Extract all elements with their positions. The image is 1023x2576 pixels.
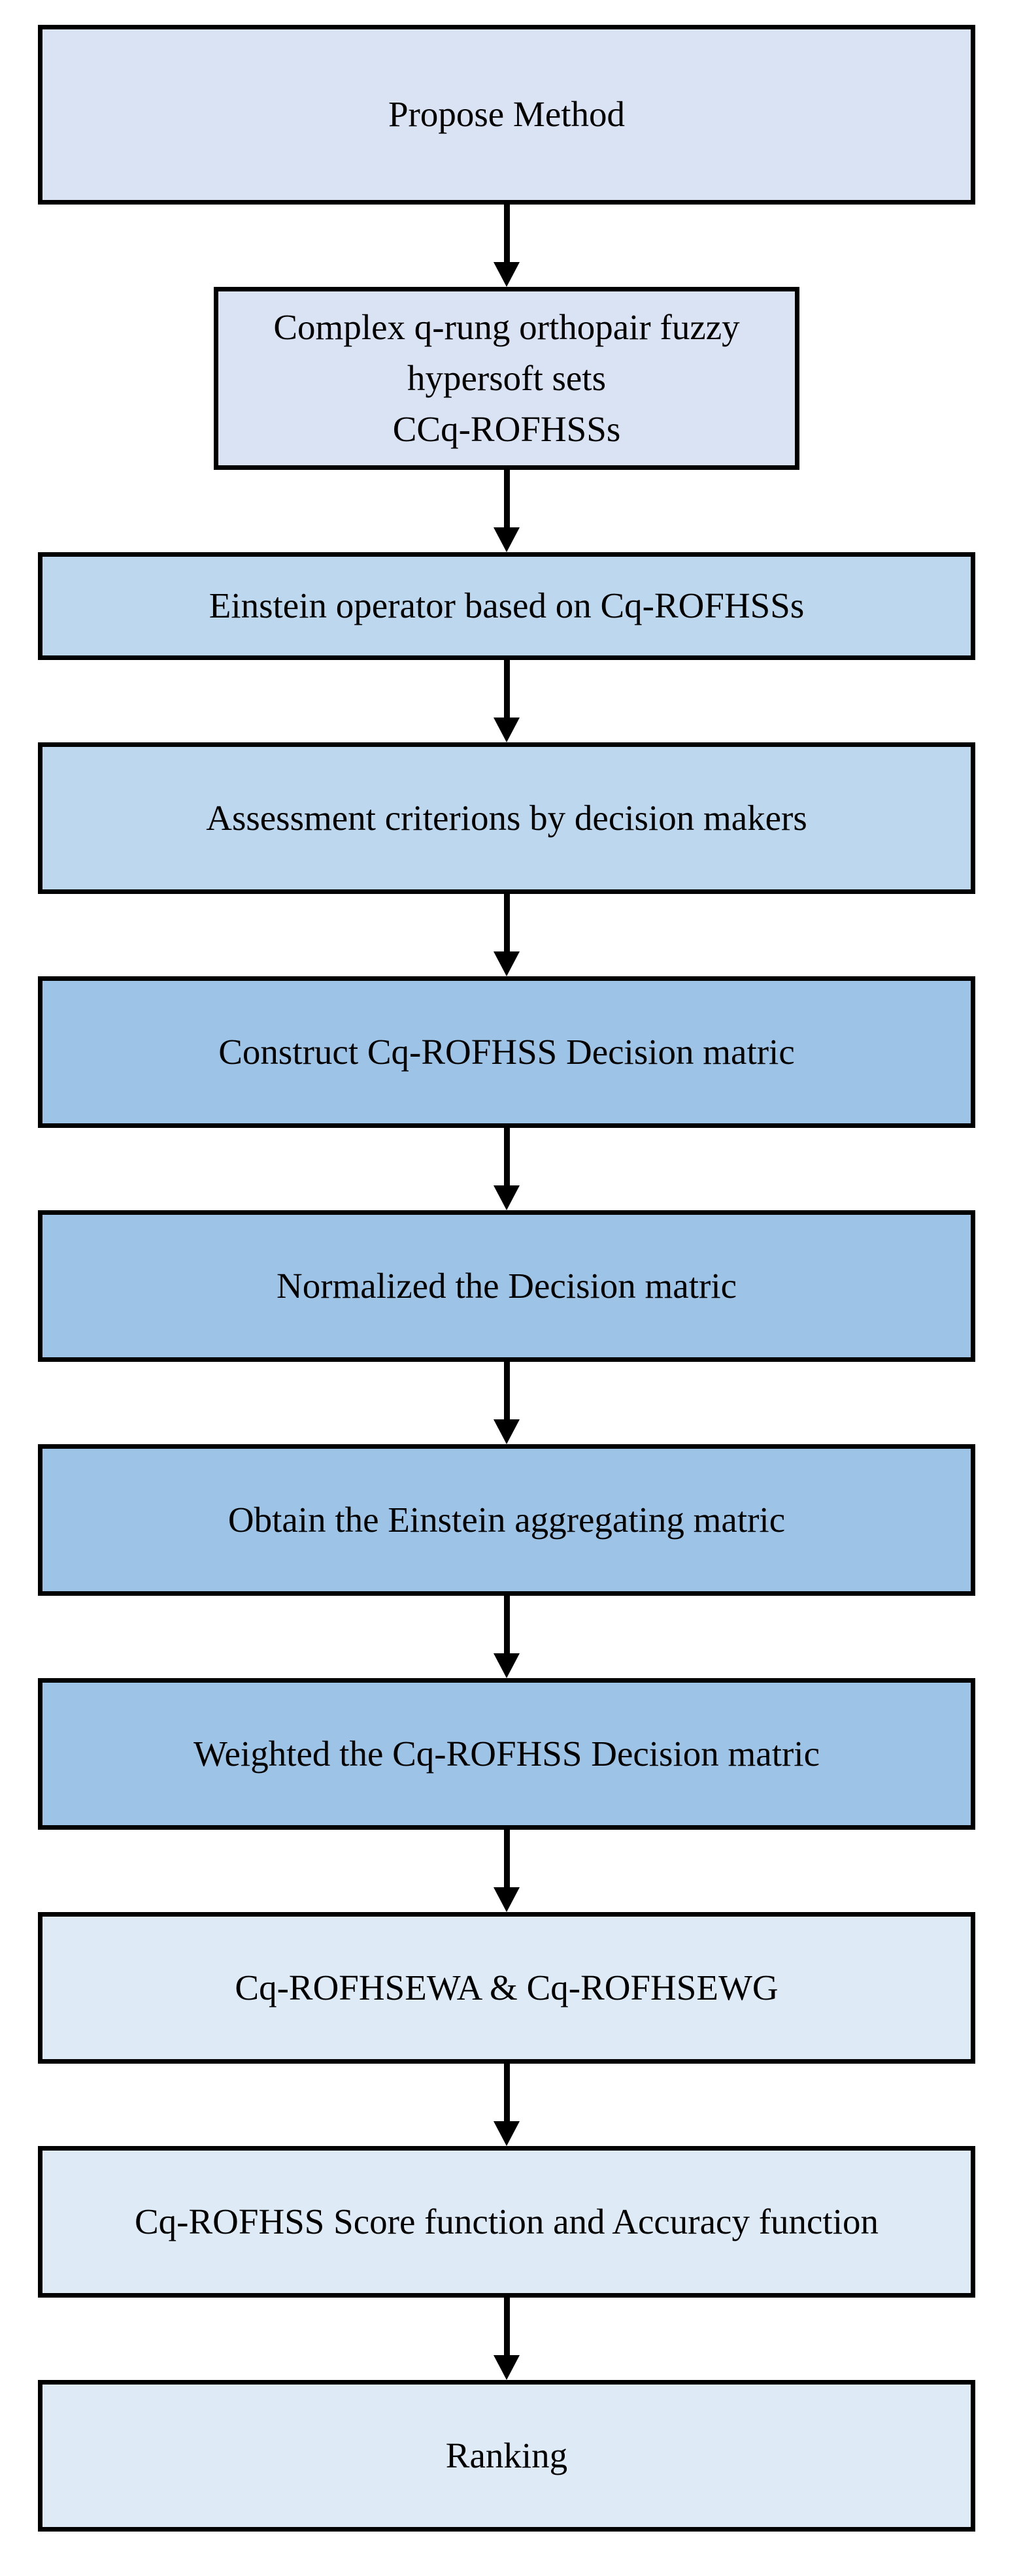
flowchart-node-label: Obtain the Einstein aggregating matric (227, 1499, 786, 1540)
down-arrow-shaft (503, 1596, 510, 1653)
flowchart-node-construct-cq-rofhss-decision-matric: Construct Cq-ROFHSS Decision matric (38, 976, 975, 1128)
down-arrow (494, 205, 520, 287)
flowchart-node-obtain-the-einstein-aggregating-matric: Obtain the Einstein aggregating matric (38, 1444, 975, 1596)
down-arrow-head-icon (494, 718, 520, 742)
down-arrow-head-icon (494, 1887, 520, 1912)
down-arrow-shaft (503, 2064, 510, 2121)
down-arrow-head-icon (494, 1419, 520, 1444)
down-arrow-shaft (503, 205, 510, 262)
down-arrow (494, 1596, 520, 1678)
down-arrow-head-icon (494, 527, 520, 552)
flowchart-node-ranking: Ranking (38, 2380, 975, 2532)
down-arrow-shaft (503, 470, 510, 527)
down-arrow (494, 2064, 520, 2146)
flowchart-node-label: Propose Method (388, 94, 626, 135)
down-arrow-head-icon (494, 951, 520, 976)
down-arrow-head-icon (494, 1653, 520, 1678)
flowchart-node-assessment-criterions-by-decision-makers: Assessment criterions by decision makers (38, 742, 975, 894)
flowchart-node-complex-q-rung-orthopair-fuzzy-hypersoft-sets: Complex q-rung orthopair fuzzy hypersoft… (214, 287, 799, 470)
flowchart-node-weighted-the-cq-rofhss-decision-matric: Weighted the Cq-ROFHSS Decision matric (38, 1678, 975, 1830)
down-arrow-shaft (503, 1128, 510, 1185)
flowchart-node-einstein-operator-based-on-cq-rofhsss: Einstein operator based on Cq-ROFHSSs (38, 552, 975, 660)
flowchart-node-label: Cq-ROFHSEWA & Cq-ROFHSEWG (235, 1967, 779, 2007)
flowchart-node-label: Ranking (445, 2435, 568, 2475)
down-arrow-head-icon (494, 1185, 520, 1210)
down-arrow-shaft (503, 1362, 510, 1419)
flowchart-node-cq-rofhss-score-function-and-accuracy-function: Cq-ROFHSS Score function and Accuracy fu… (38, 2146, 975, 2298)
down-arrow-head-icon (494, 2355, 520, 2380)
flowchart-node-propose-method: Propose Method (38, 25, 975, 205)
down-arrow-shaft (503, 660, 510, 718)
down-arrow-shaft (503, 2298, 510, 2355)
flowchart-node-label: Complex q-rung orthopair fuzzy hypersoft… (273, 306, 740, 450)
down-arrow (494, 1362, 520, 1444)
flowchart-node-label: Weighted the Cq-ROFHSS Decision matric (193, 1733, 820, 1774)
down-arrow (494, 894, 520, 976)
down-arrow (494, 2298, 520, 2380)
down-arrow-head-icon (494, 2121, 520, 2146)
down-arrow (494, 1830, 520, 1912)
flowchart-node-label: Einstein operator based on Cq-ROFHSSs (209, 586, 805, 626)
down-arrow-head-icon (494, 262, 520, 287)
flowchart-node-label: Cq-ROFHSS Score function and Accuracy fu… (134, 2201, 879, 2241)
down-arrow (494, 660, 520, 742)
flowchart-node-cq-rofhsewa-and-cq-rofhsewg: Cq-ROFHSEWA & Cq-ROFHSEWG (38, 1912, 975, 2064)
down-arrow-shaft (503, 894, 510, 951)
flowchart-node-label: Assessment criterions by decision makers (206, 797, 807, 838)
flowchart-column: Propose Method Complex q-rung orthopair … (38, 25, 975, 2532)
down-arrow (494, 1128, 520, 1210)
down-arrow (494, 470, 520, 552)
flowchart-node-normalized-the-decision-matric: Normalized the Decision matric (38, 1210, 975, 1362)
down-arrow-shaft (503, 1830, 510, 1887)
flowchart-node-label: Construct Cq-ROFHSS Decision matric (218, 1031, 795, 1072)
flowchart-node-label: Normalized the Decision matric (276, 1265, 737, 1306)
